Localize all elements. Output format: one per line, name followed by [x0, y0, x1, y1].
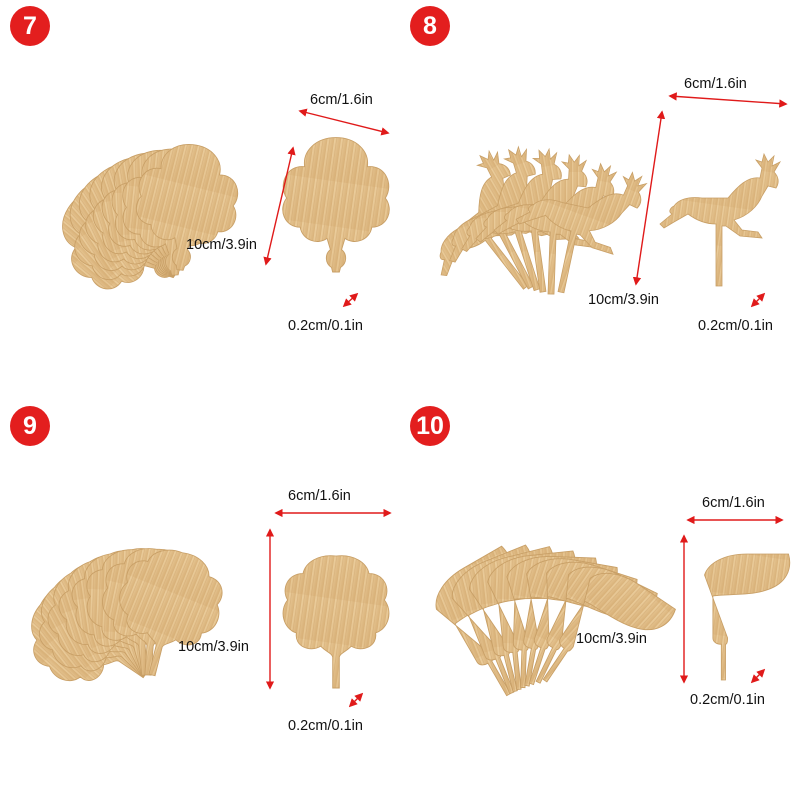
thickness-label: 0.2cm/0.1in [690, 692, 765, 708]
thickness-arrow [342, 292, 359, 308]
width-label: 6cm/1.6in [310, 92, 373, 108]
cloud-toppers-image [41, 108, 390, 318]
thickness-arrow [750, 668, 766, 684]
thickness-arrow [750, 292, 766, 308]
panel-number-badge: 9 [10, 406, 50, 446]
tree-topper-fan [11, 538, 233, 718]
panel-8: 8 6cm/1.6in 10cm/3.9in 0.2cm/0.1in [397, 0, 800, 400]
thickness-label: 0.2cm/0.1in [288, 318, 363, 334]
height-label: 10cm/3.9in [576, 631, 647, 647]
height-label: 10cm/3.9in [588, 292, 659, 308]
panel-number-badge: 10 [410, 406, 450, 446]
single-reindeer-topper [659, 153, 781, 287]
panel-9: 9 6cm/1.6in 10cm/3.9in 0.2cm/0.1in [0, 400, 400, 800]
single-cloud-topper [282, 137, 390, 273]
leaf-toppers-image [424, 515, 791, 721]
height-arrow [263, 146, 296, 266]
width-label: 6cm/1.6in [288, 488, 351, 504]
width-arrow [668, 92, 788, 108]
tree-toppers-image [11, 508, 392, 718]
panel-10: 10 6cm/1.6in 10cm/3.9in 0.2cm/0.1in [400, 400, 800, 800]
width-label: 6cm/1.6in [684, 76, 747, 92]
height-label: 10cm/3.9in [186, 237, 257, 253]
thickness-label: 0.2cm/0.1in [288, 718, 363, 734]
single-tree-topper [282, 555, 390, 689]
panel-7: 7 6cm/1.6in 10cm/3.9in 0.2cm/0.1in [0, 0, 400, 400]
thickness-arrow [348, 692, 364, 708]
single-leaf-topper [703, 553, 791, 681]
reindeer-toppers-image [397, 92, 788, 325]
height-arrow [632, 110, 666, 286]
thickness-label: 0.2cm/0.1in [698, 318, 773, 334]
panel-number-badge: 8 [410, 6, 450, 46]
width-arrow [298, 108, 390, 136]
panel-number-badge: 7 [10, 6, 50, 46]
cloud-topper-fan [41, 138, 244, 318]
height-label: 10cm/3.9in [178, 639, 249, 655]
width-label: 6cm/1.6in [702, 495, 765, 511]
